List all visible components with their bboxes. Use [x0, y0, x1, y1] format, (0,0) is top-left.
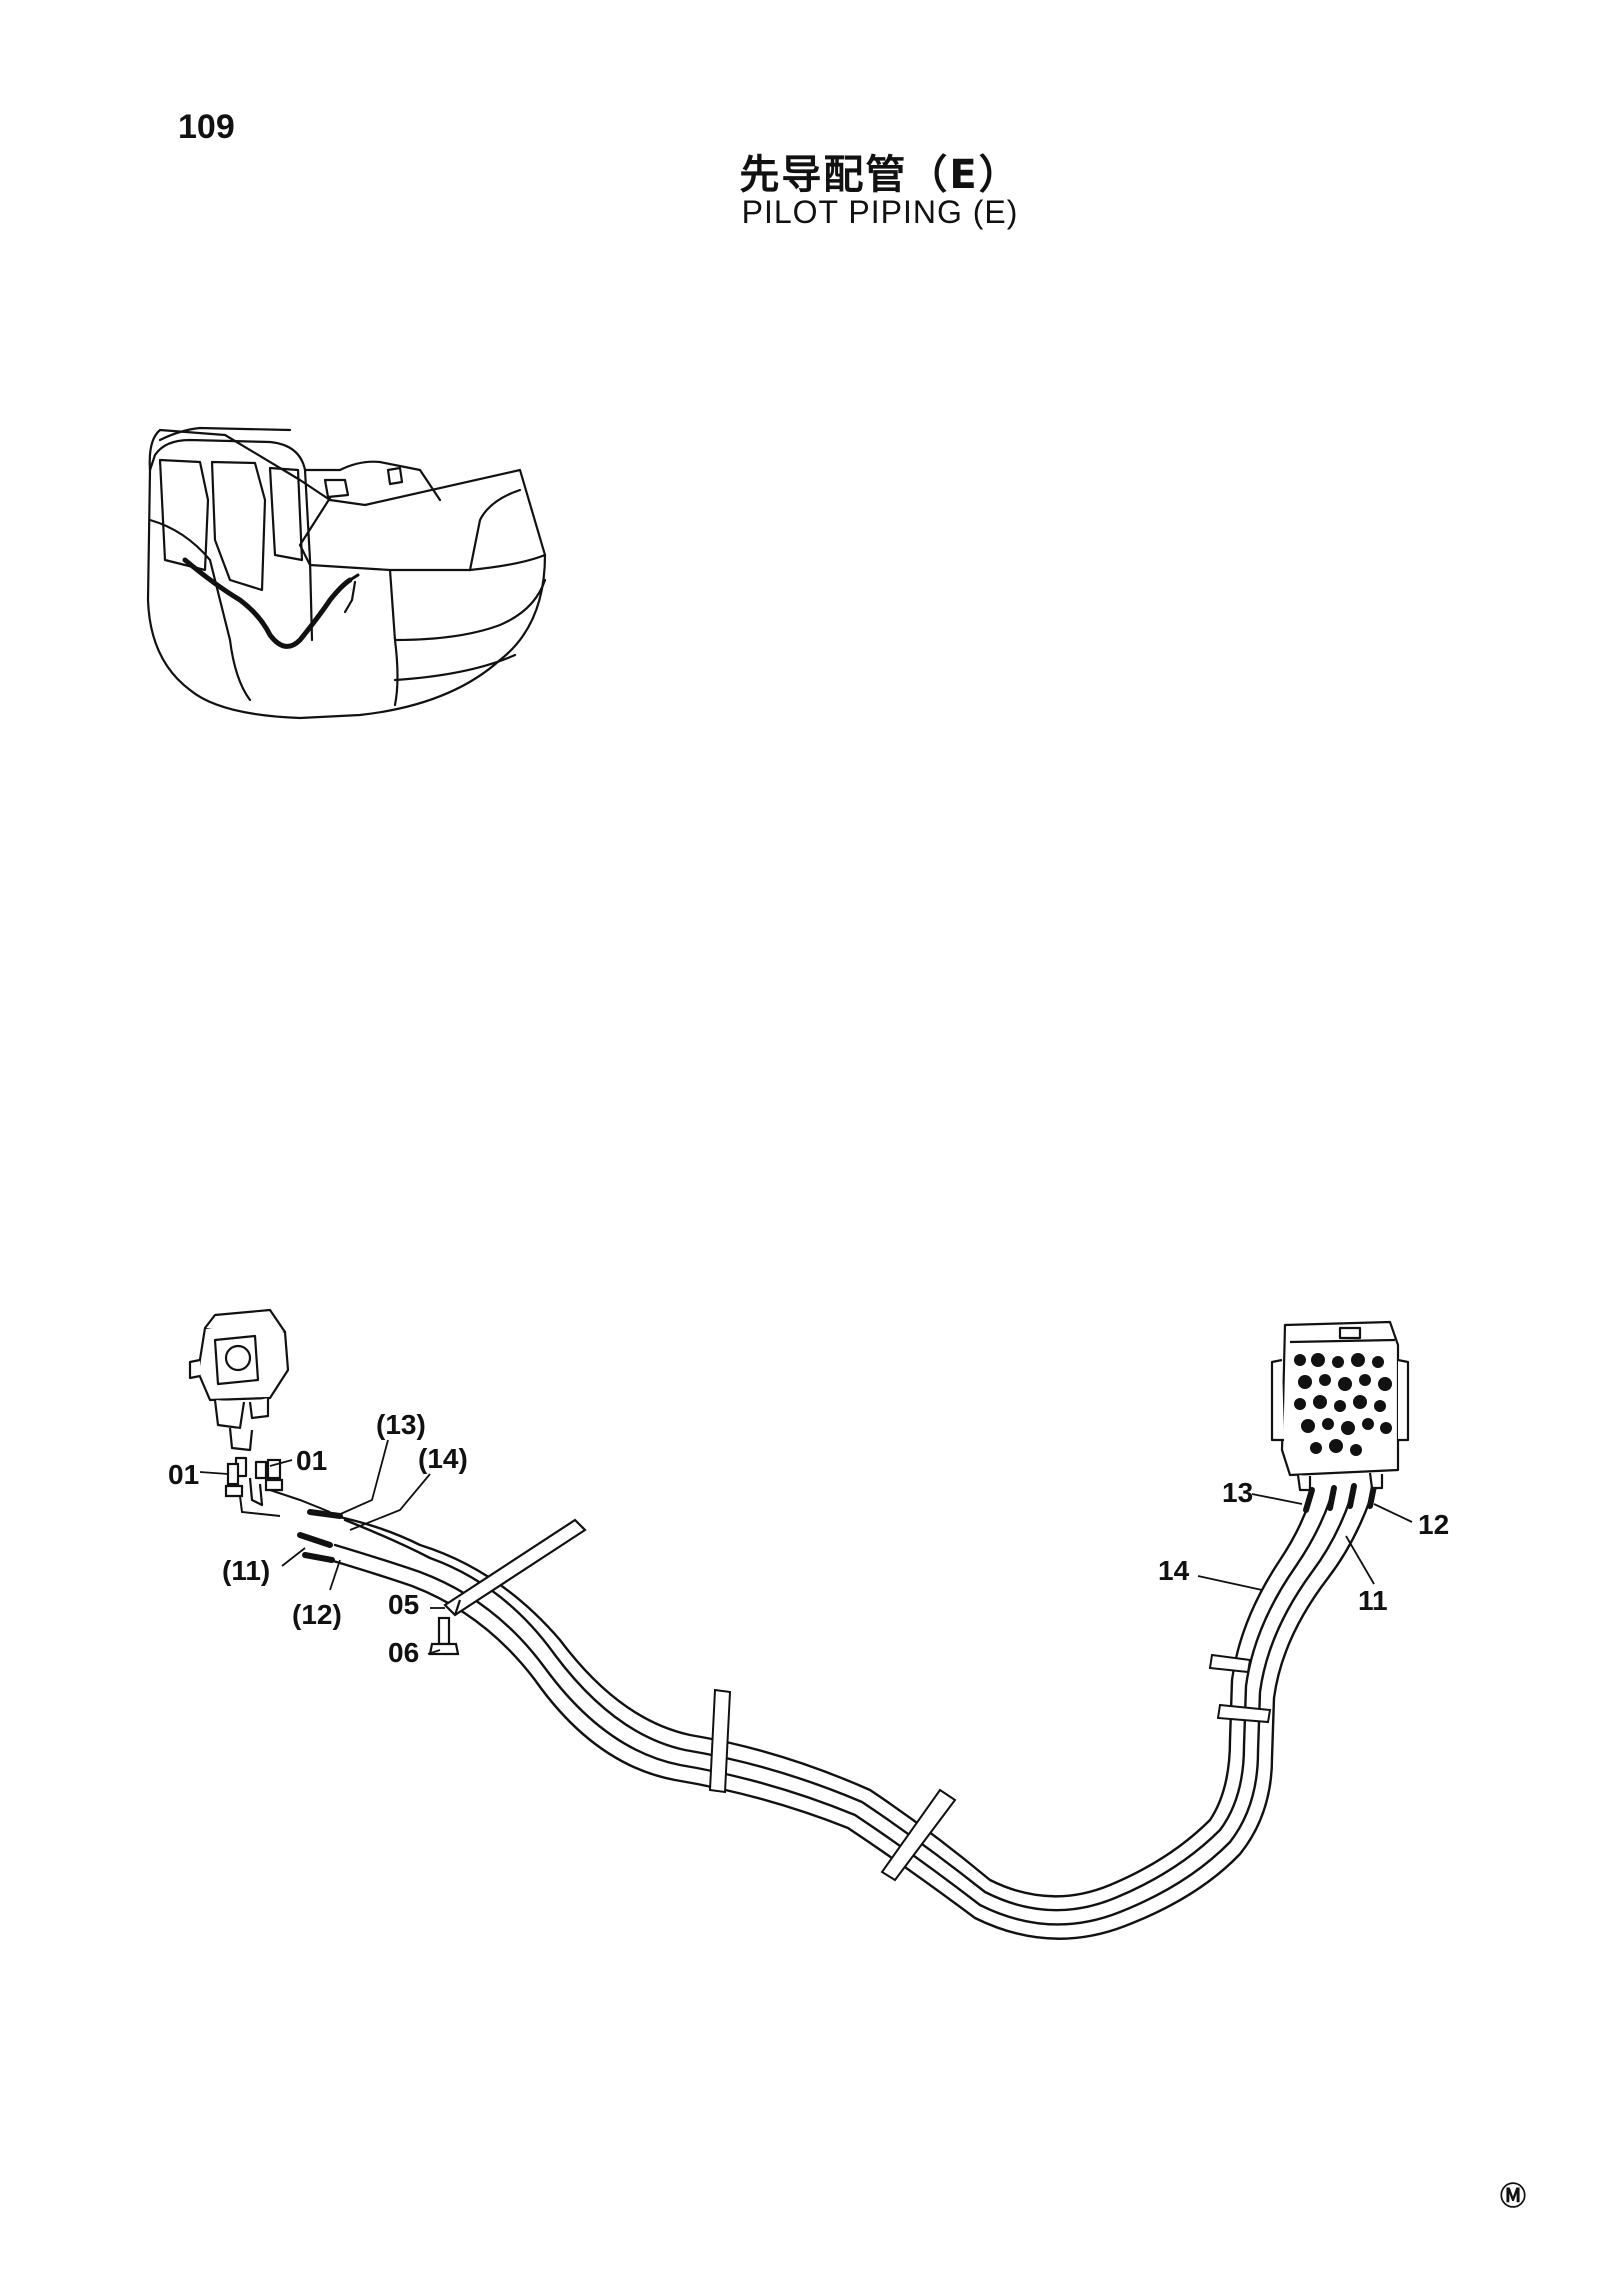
bolt-06 [428, 1616, 460, 1656]
label-14-parenthesized: (14) [418, 1443, 468, 1474]
control-valve [1270, 1320, 1410, 1492]
label-11-parenthesized: (11) [222, 1555, 270, 1586]
label-06: 06 [388, 1637, 419, 1668]
label-13-parenthesized: (13) [376, 1409, 426, 1440]
page-title-chinese: 先导配管（E） [739, 152, 1021, 198]
corner-mark: Ⓜ [1500, 2181, 1527, 2211]
label-13: 13 [1222, 1477, 1253, 1508]
hose-clamps [708, 1653, 1272, 1882]
page-number: 109 [178, 108, 235, 146]
excavator-overview-illustration [146, 426, 547, 720]
leader-lines [199, 1439, 1413, 1655]
pilot-valve-block [188, 1308, 290, 1507]
label-11: 11 [1358, 1585, 1388, 1616]
label-05: 05 [388, 1589, 419, 1620]
pilot-hose-bundle [297, 1483, 1377, 1940]
label-01-right: 01 [296, 1445, 327, 1476]
label-01-left: 01 [168, 1459, 199, 1490]
label-12: 12 [1418, 1509, 1449, 1540]
page-title-english: PILOT PIPING (E) [741, 194, 1019, 230]
label-14: 14 [1158, 1555, 1190, 1586]
label-12-parenthesized: (12) [292, 1599, 342, 1630]
fitting-01-right [264, 1458, 284, 1492]
bracket-05 [443, 1518, 587, 1617]
